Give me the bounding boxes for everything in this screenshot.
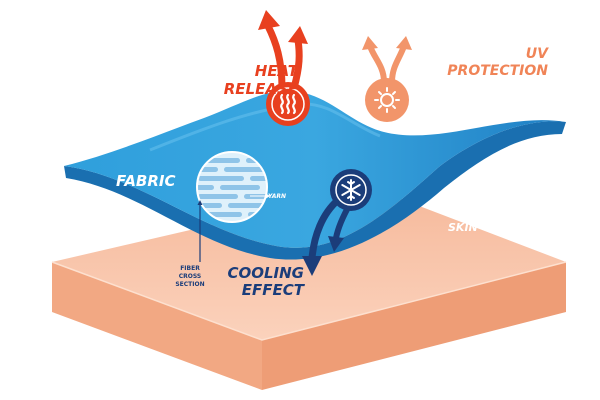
- heat-waves-icon: [266, 82, 310, 126]
- yarn-label: YARN: [268, 193, 287, 200]
- uv-protection-label-line-2: PROTECTION: [447, 63, 548, 79]
- uv-protection-label-line-1: UV: [525, 46, 548, 62]
- fiber-label-line-3: SECTION: [175, 281, 205, 288]
- fiber-label-line-2: CROSS: [178, 273, 202, 280]
- uv-protection-label: UV PROTECTION: [418, 46, 548, 80]
- heat-release-label-line-1: HEAT: [254, 62, 298, 80]
- cooling-effect-label-line-2: EFFECT: [241, 281, 304, 299]
- fiber-cross-section-label: FIBER CROSS SECTION: [170, 265, 210, 289]
- snowflake-icon: [330, 169, 372, 211]
- heat-release-label: HEAT RELEASE: [186, 62, 298, 98]
- fabric-label: FABRIC: [116, 172, 176, 190]
- heat-release-arrows: [264, 22, 303, 92]
- skin-front-side: [52, 262, 262, 390]
- fabric-sheet-underside: [64, 121, 566, 260]
- fabric-sheet: [64, 90, 566, 248]
- uv-deflect-arrows: [367, 43, 407, 85]
- skin-edge-highlight: [51, 261, 567, 341]
- sun-icon: [365, 78, 409, 122]
- cooling-effect-label: COOLING EFFECT: [214, 265, 304, 299]
- heat-release-label-line-2: RELEASE: [223, 80, 298, 98]
- skin-label: SKIN: [448, 221, 478, 234]
- cooling-effect-label-line-1: COOLING: [227, 264, 304, 282]
- skin-right-side: [262, 262, 566, 390]
- fiber-label-line-1: FIBER: [180, 265, 200, 272]
